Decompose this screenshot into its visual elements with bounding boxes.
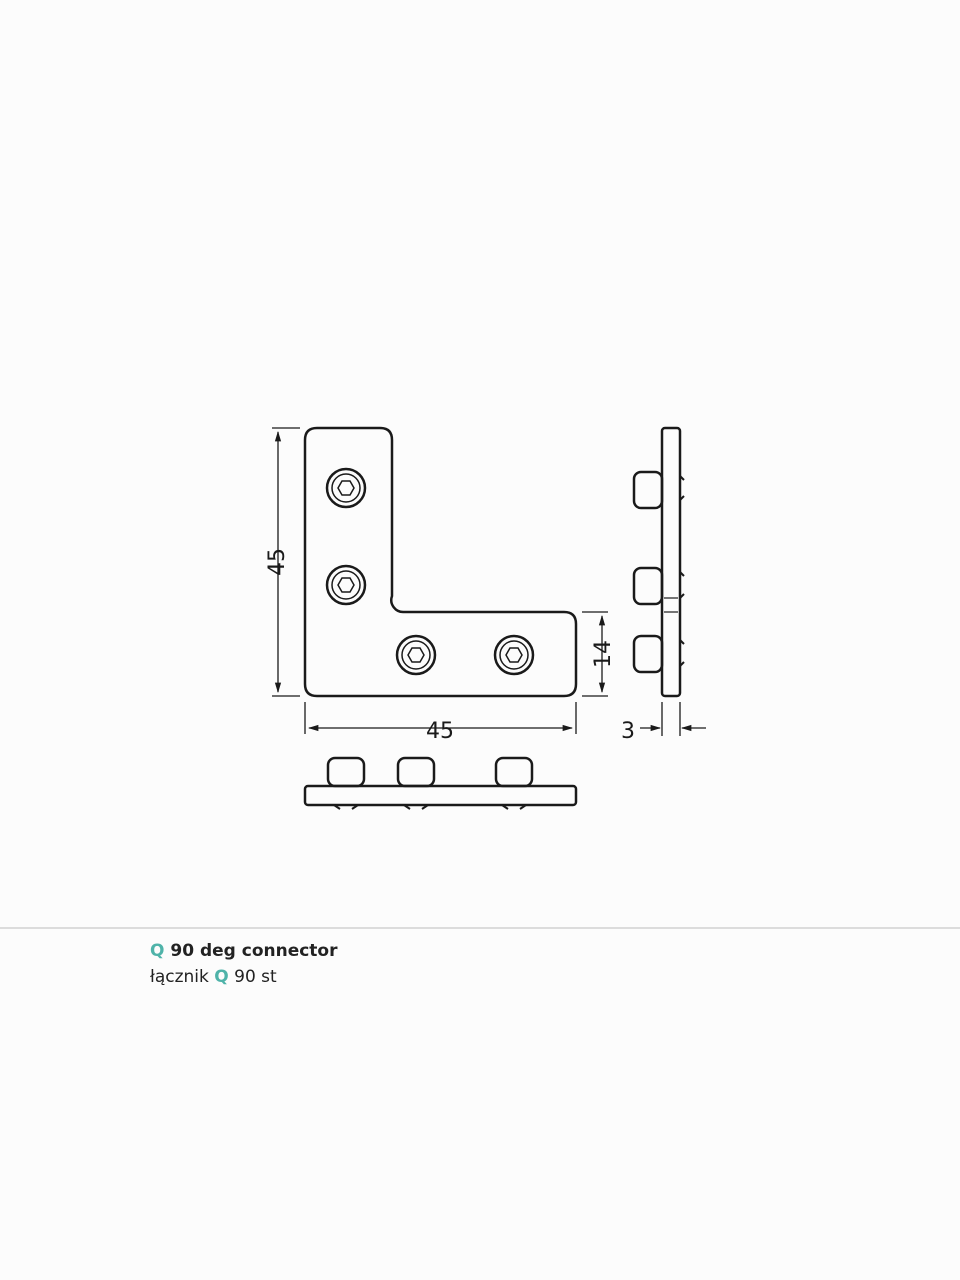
screw-hole-2 [325, 564, 367, 606]
front-view [303, 426, 578, 698]
bottom-screw-3 [494, 756, 534, 788]
dim-label-thickness: 3 [621, 719, 635, 744]
caption-polish-suffix: 90 st [234, 967, 277, 987]
bottom-plate [303, 784, 578, 807]
dimension-arm-height [582, 611, 608, 697]
side-screw-3 [632, 634, 664, 674]
brand-letter: Q [150, 941, 165, 961]
dim-label-height: 45 [265, 548, 290, 576]
bottom-screw-1 [326, 756, 366, 788]
side-screw-2 [632, 566, 664, 606]
screw-hole-4 [493, 634, 535, 676]
caption-polish-text: łącznik [150, 967, 209, 987]
side-view [632, 426, 685, 698]
bottom-view [303, 756, 578, 810]
brand-letter-polish: Q [214, 967, 229, 987]
side-plate [660, 426, 682, 698]
l-plate-outline [303, 426, 578, 698]
caption-english-text: 90 deg connector [170, 941, 338, 961]
caption-polish: łącznik Q 90 st [150, 967, 277, 987]
screw-hole-1 [325, 467, 367, 509]
dim-label-arm-height: 14 [591, 640, 616, 668]
dimension-thickness [640, 702, 706, 736]
technical-drawing: 45 45 14 3 [265, 426, 706, 810]
dimension-height [272, 427, 300, 697]
caption-english: Q 90 deg connector [150, 941, 338, 961]
divider [0, 927, 960, 929]
side-screw-1 [632, 470, 664, 510]
bottom-screw-2 [396, 756, 436, 788]
dim-label-width: 45 [426, 719, 454, 744]
screw-hole-3 [395, 634, 437, 676]
dimension-width [304, 702, 577, 734]
